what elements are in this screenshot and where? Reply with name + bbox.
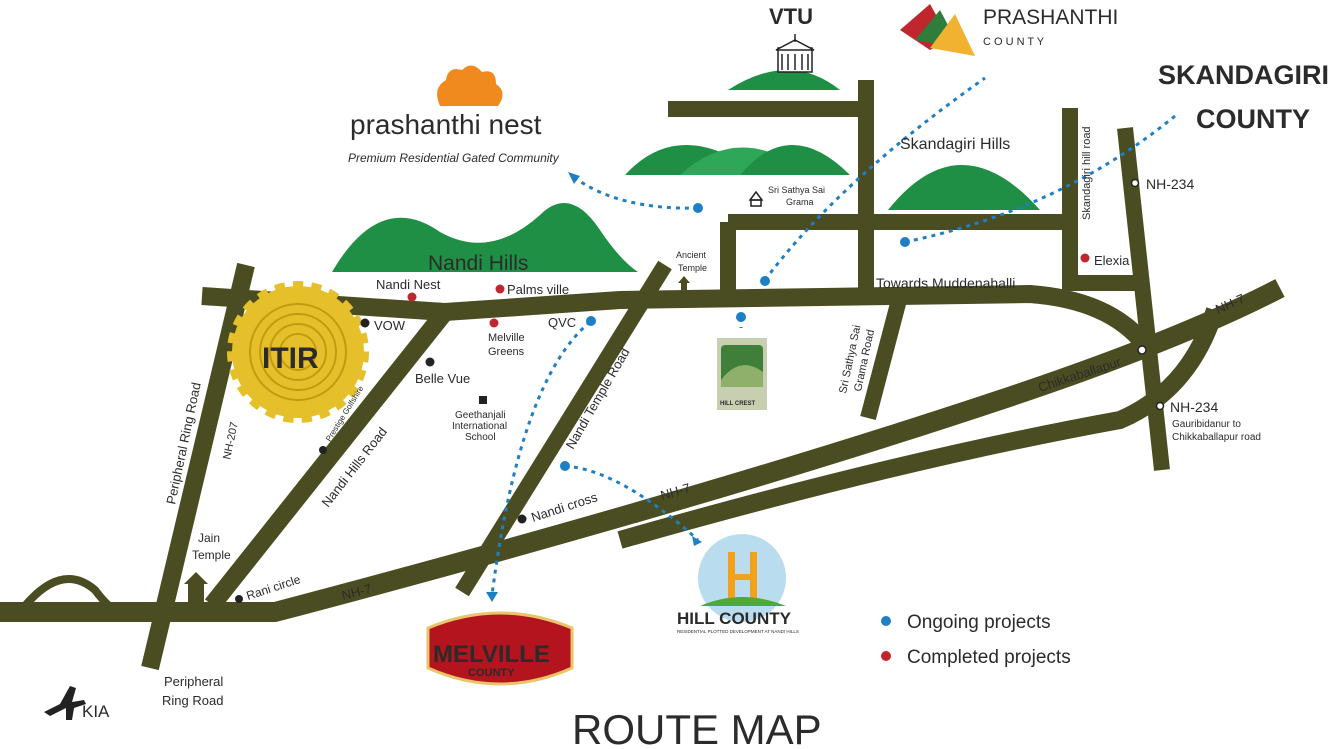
skandagiri-hill-road-label: Skandagiri hill road xyxy=(1081,126,1093,220)
hill-county-logo xyxy=(698,534,786,622)
airplane-icon xyxy=(44,686,86,720)
gauribidanur-label-1: Gauribidanur to xyxy=(1172,419,1241,430)
skandagiri-county-label-2: COUNTY xyxy=(1196,104,1310,134)
skandagiri-county-label-1: SKANDAGIRI xyxy=(1158,60,1329,90)
gauribidanur-label-2: Chikkaballapur road xyxy=(1172,432,1261,443)
prashanthi-county-label-1: PRASHANTHI xyxy=(983,6,1118,29)
prashanthi-county-label-2: C O U N T Y xyxy=(983,36,1045,48)
melville-greens-label-1: Melville xyxy=(488,332,525,344)
skandagiri-hill xyxy=(888,165,1040,210)
elexia-label: Elexia xyxy=(1094,253,1130,268)
itir-label: ITIR xyxy=(262,342,319,375)
road-network xyxy=(0,80,1285,671)
legend-ongoing-label: Ongoing projects xyxy=(907,612,1051,633)
ancient-temple-icon xyxy=(678,276,690,290)
nh234-top-label: NH-234 xyxy=(1146,176,1194,192)
ancient-temple-label-2: Temple xyxy=(678,263,707,273)
ancient-temple-label-1: Ancient xyxy=(676,250,707,260)
ongoing-markers xyxy=(486,172,910,602)
vtu-label: VTU xyxy=(769,4,813,29)
prashanthi-nest-label: prashanthi nest xyxy=(350,109,542,140)
nh234-bottom-label: NH-234 xyxy=(1170,399,1218,415)
melville-greens-label-2: Greens xyxy=(488,346,525,358)
nandi-hills xyxy=(332,203,638,272)
sri-sathya-sai-grama-icon xyxy=(748,190,764,207)
nandi-nest-label: Nandi Nest xyxy=(376,277,441,292)
palms-ville-label: Palms ville xyxy=(507,282,569,297)
completed-markers xyxy=(407,253,1090,328)
prashanthi-nest-tagline: Premium Residential Gated Community xyxy=(348,151,560,165)
jain-temple-icon xyxy=(184,572,208,602)
nandi-hills-label: Nandi Hills xyxy=(428,252,528,275)
skandagiri-hills-label: Skandagiri Hills xyxy=(900,136,1010,153)
kia-label: KIA xyxy=(82,702,110,721)
itir-logo xyxy=(227,281,369,423)
place-markers xyxy=(235,178,1165,603)
sri-sathya-sai-grama-label-2: Grama xyxy=(786,197,814,207)
hill-county-tagline: RESIDENTIAL PLOTTED DEVELOPMENT AT NANDI… xyxy=(677,629,799,634)
belle-vue-label: Belle Vue xyxy=(415,371,470,386)
peripheral-bottom-label-2: Ring Road xyxy=(162,693,223,708)
vow-label: VOW xyxy=(374,318,406,333)
qvc-label: QVC xyxy=(548,315,576,330)
legend-completed-label: Completed projects xyxy=(907,647,1071,668)
hill-crest-logo xyxy=(717,338,767,410)
hill-county-label: HILL COUNTY xyxy=(677,609,792,628)
geethanjali-label-2: International xyxy=(452,421,507,432)
melville-county-label-1: MELVILLE xyxy=(433,641,550,668)
jain-temple-label-2: Temple xyxy=(192,548,231,562)
hill-crest-label: HILL CREST xyxy=(720,401,756,407)
melville-county-label-2: COUNTY xyxy=(468,667,515,679)
towards-muddenahalli-label: Towards Muddenahalli xyxy=(876,275,1015,291)
nh7-label-a: NH-7 xyxy=(340,581,373,603)
map-title: ROUTE MAP xyxy=(572,706,822,749)
prashanthi-nest-logo xyxy=(437,65,503,106)
vtu-building-icon xyxy=(775,34,815,73)
middle-hills xyxy=(625,145,850,175)
geethanjali-label-3: School xyxy=(465,432,496,443)
jain-temple-label-1: Jain xyxy=(198,531,220,545)
vtu-hill xyxy=(728,70,840,90)
geethanjali-label-1: Geethanjali xyxy=(455,410,506,421)
nh207-label: NH-207 xyxy=(221,421,241,461)
legend-ongoing-marker xyxy=(881,616,891,626)
legend: Ongoing projects Completed projects xyxy=(881,612,1071,668)
melville-county-logo xyxy=(426,611,574,686)
prashanthi-county-logo xyxy=(900,4,975,56)
sri-sathya-sai-grama-label-1: Sri Sathya Sai xyxy=(768,185,825,195)
peripheral-bottom-label-1: Peripheral xyxy=(164,674,223,689)
legend-completed-marker xyxy=(881,651,891,661)
